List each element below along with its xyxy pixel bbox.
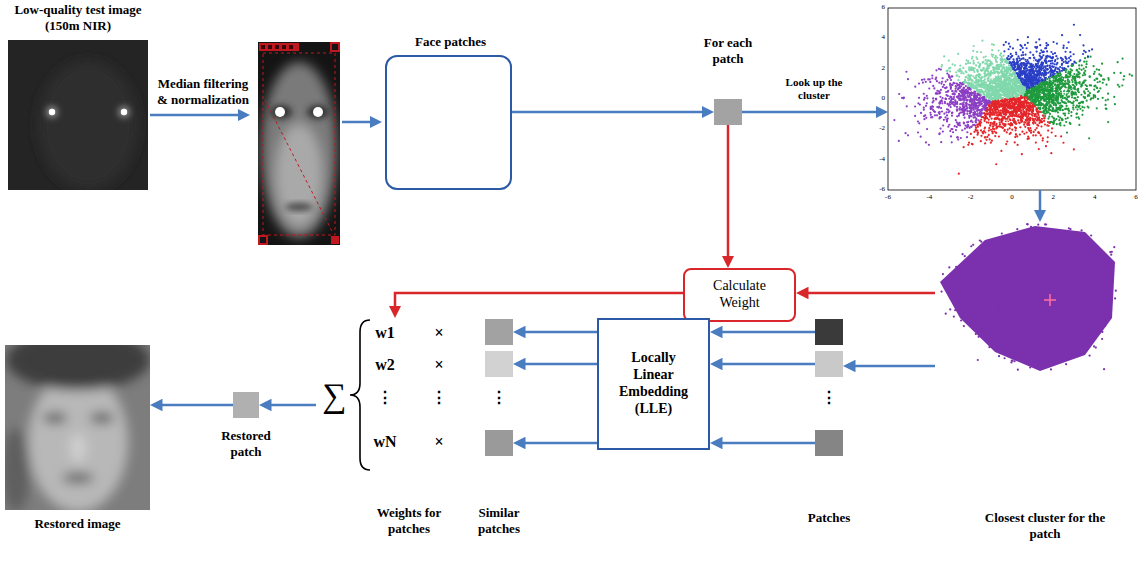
canvas: Low-quality test image (150m NIR)Face pa… <box>0 0 1148 563</box>
